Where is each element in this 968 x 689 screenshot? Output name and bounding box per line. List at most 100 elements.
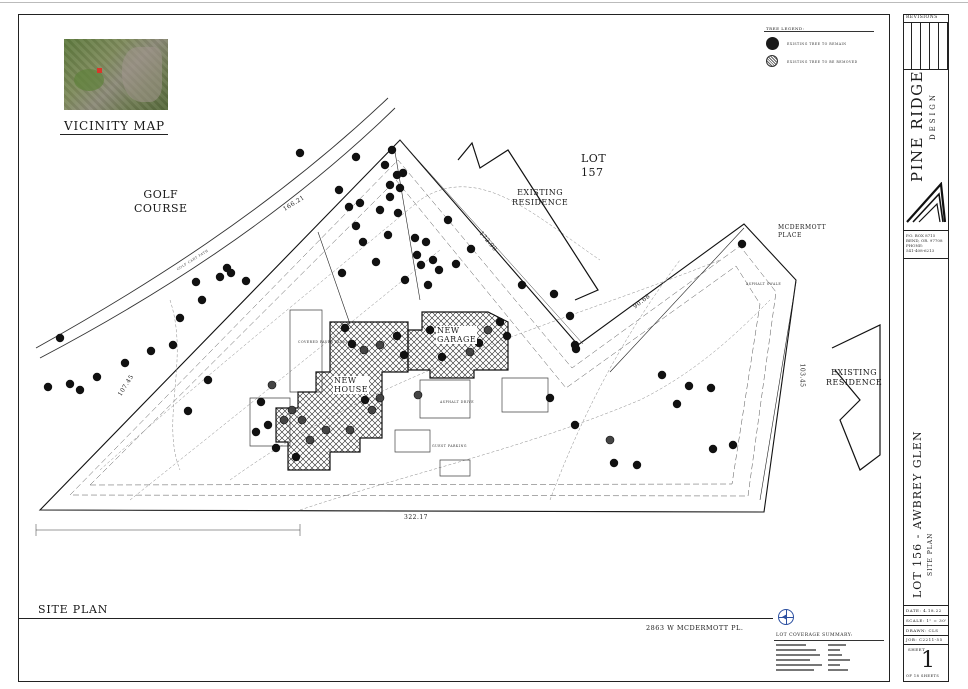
tree-remain-76	[545, 393, 555, 403]
tree-remain-14	[383, 230, 393, 240]
sheet-count: OF 18 SHEETS	[906, 674, 940, 678]
tree-removed-4	[345, 425, 355, 435]
tree-remain-57	[263, 420, 273, 430]
coverage-table	[776, 644, 882, 678]
dim-right: 103.45	[798, 363, 806, 388]
tree-remain-16	[443, 215, 453, 225]
tree-remain-77	[360, 395, 370, 405]
tree-removed-15	[605, 435, 615, 445]
vicinity-title-underline	[60, 134, 168, 135]
tree-remain-70	[708, 444, 718, 454]
tree-legend-title-underline	[764, 31, 874, 32]
tree-remain-38	[168, 340, 178, 350]
tree-remain-11	[375, 205, 385, 215]
tree-remain-0	[295, 148, 305, 158]
sheet-title: SITE PLAN	[927, 532, 934, 576]
note-asphalt-drive: ASPHALT DRIVE	[440, 400, 475, 404]
tree-remain-54	[502, 331, 512, 341]
tree-remain-53	[495, 317, 505, 327]
tree-remain-66	[657, 370, 667, 380]
tree-remain-50	[399, 350, 409, 360]
tree-remain-10	[344, 202, 354, 212]
tree-remain-9	[385, 192, 395, 202]
golf-cart-path	[35, 97, 396, 359]
top-rule	[0, 2, 968, 3]
tree-removed-10	[465, 347, 475, 357]
tree-remain-22	[410, 233, 420, 243]
tree-remain-65	[571, 344, 581, 354]
info-row-rule-2	[903, 625, 949, 626]
revisions-label: REVISIONS	[906, 15, 938, 20]
info-row-rule-4	[903, 644, 949, 645]
tree-remain-69	[672, 399, 682, 409]
tree-removed-8	[375, 340, 385, 350]
tree-removed-icon	[766, 55, 778, 67]
tree-remain-44	[92, 372, 102, 382]
tree-removed-11	[483, 325, 493, 335]
lot-157-label: LOT 157	[581, 152, 607, 179]
sheet-number: 1	[921, 648, 936, 673]
tree-remain-32	[191, 277, 201, 287]
tree-remain-39	[146, 346, 156, 356]
tree-remain-40	[120, 358, 130, 368]
tree-remain-72	[737, 239, 747, 249]
existing-residence-right	[831, 324, 881, 471]
tree-remain-27	[466, 244, 476, 254]
tree-remain-52	[425, 325, 435, 335]
tree-removed-7	[359, 345, 369, 355]
tree-remain-51	[437, 352, 447, 362]
mcdermott-place-label: MCDERMOTT PLACE	[778, 224, 827, 239]
tree-removed-5	[367, 405, 377, 415]
tree-remain-49	[392, 331, 402, 341]
site-plan-title-rule	[18, 618, 773, 619]
title-block	[903, 14, 949, 682]
vicinity-map-image	[64, 39, 168, 110]
tree-remain-75	[570, 420, 580, 430]
tree-remain-18	[412, 250, 422, 260]
tree-remain-21	[434, 265, 444, 275]
tree-removed-13	[267, 380, 277, 390]
tree-removed-2	[321, 425, 331, 435]
tree-remain-62	[549, 289, 559, 299]
tree-remain-73	[609, 458, 619, 468]
scale-field: SCALE: 1" = 30'	[906, 618, 947, 623]
tree-remain-67	[684, 381, 694, 391]
tree-remain-46	[203, 375, 213, 385]
tree-remain-17	[393, 208, 403, 218]
firm-contact: P.O. BOX 8715 BEND, OR. 97708 PHONE: 541…	[906, 233, 943, 253]
tree-remain-58	[291, 452, 301, 462]
firm-logo-icon	[906, 182, 947, 223]
tree-removed-14	[279, 415, 289, 425]
logo-rule	[903, 230, 949, 231]
tree-remain-25	[423, 280, 433, 290]
utility-lines	[39, 151, 797, 513]
contact-rule	[903, 258, 949, 259]
site-plan-title: SITE PLAN	[38, 603, 109, 616]
new-house-label: NEW HOUSE	[333, 376, 370, 394]
dim-bottom: 322.17	[404, 514, 428, 521]
tree-remain-33	[226, 268, 236, 278]
new-garage-label: NEW GARAGE	[436, 326, 478, 344]
tree-remain-6	[385, 180, 395, 190]
project-name: LOT 156 - AWBREY GLEN	[911, 430, 924, 598]
tree-remain-59	[251, 427, 261, 437]
tree-remain-24	[400, 275, 410, 285]
tree-remain-63	[565, 311, 575, 321]
tree-removed-12	[413, 390, 423, 400]
info-row-rule-1	[903, 615, 949, 616]
tree-remain-61	[517, 280, 527, 290]
tree-remain-42	[65, 379, 75, 389]
tree-remain-label: EXISTING TREE TO REMAIN	[787, 42, 847, 46]
tree-remain-19	[416, 260, 426, 270]
tree-remain-20	[428, 255, 438, 265]
tree-removed-1	[305, 435, 315, 445]
tree-remain-48	[347, 339, 357, 349]
tree-remain-28	[337, 268, 347, 278]
tree-remain-56	[256, 397, 266, 407]
titleblock-info-rule	[903, 605, 949, 606]
site-address: 2863 W MCDERMOTT PL.	[646, 624, 744, 632]
note-guest-parking: GUEST PARKING	[432, 444, 467, 448]
